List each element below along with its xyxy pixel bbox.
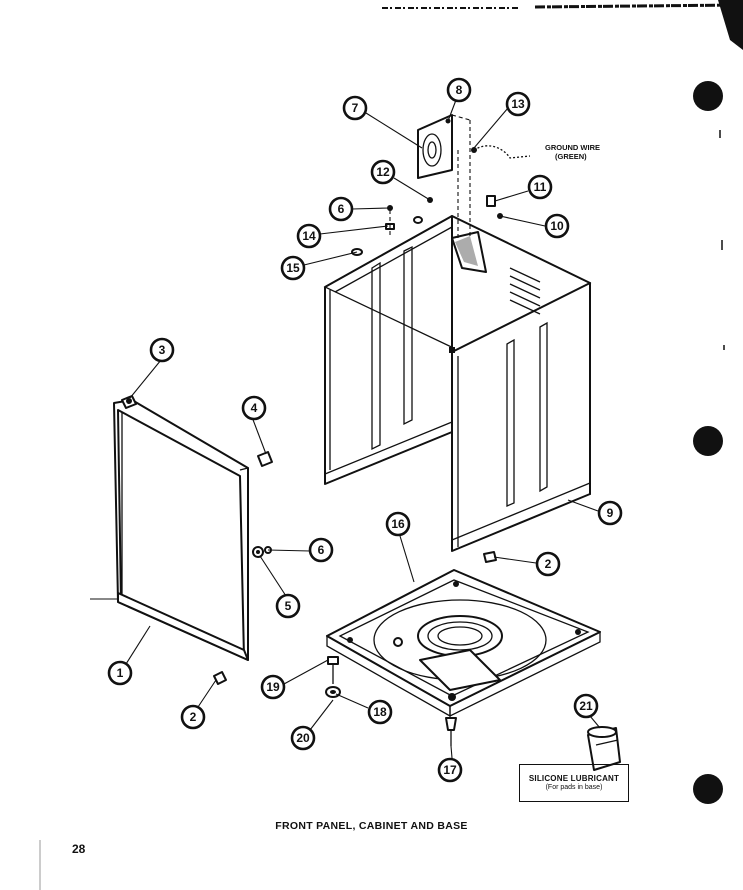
lubricant-note-line1: SILICONE LUBRICANT xyxy=(528,774,620,783)
front-panel-hardware xyxy=(121,395,497,685)
svg-text:17: 17 xyxy=(443,763,457,777)
callout-3: 3 xyxy=(149,337,175,363)
callout-14: 14 xyxy=(296,223,322,249)
svg-text:7: 7 xyxy=(352,101,359,115)
callout-9: 9 xyxy=(597,500,623,526)
callout-2: 2 xyxy=(180,704,206,730)
svg-text:16: 16 xyxy=(391,517,405,531)
callout-6: 6 xyxy=(308,537,334,563)
svg-text:6: 6 xyxy=(318,543,325,557)
svg-text:9: 9 xyxy=(607,506,614,520)
callout-19: 19 xyxy=(260,674,286,700)
scan-artifacts xyxy=(39,0,743,890)
callout-2-right: 2 xyxy=(535,551,561,577)
svg-text:3: 3 xyxy=(159,343,166,357)
callout-17: 17 xyxy=(437,757,463,783)
callout-15: 15 xyxy=(280,255,306,281)
ground-wire: GROUND WIRE (GREEN) xyxy=(471,143,600,161)
svg-text:11: 11 xyxy=(534,180,547,194)
callout-6-top: 6 xyxy=(328,196,354,222)
callout-10: 10 xyxy=(544,213,570,239)
ground-wire-label-line2: (GREEN) xyxy=(555,152,587,161)
motor-bracket-assembly xyxy=(417,114,471,179)
base-assembly xyxy=(326,569,601,718)
lubricant-note-line2: (For pads in base) xyxy=(545,784,603,791)
svg-text:4: 4 xyxy=(251,401,258,415)
diagram-caption: FRONT PANEL, CABINET AND BASE xyxy=(275,820,468,832)
callout-21: 21 xyxy=(573,693,599,719)
callout-4: 4 xyxy=(241,395,267,421)
callout-5: 5 xyxy=(275,593,301,619)
callout-1: 1 xyxy=(107,660,133,686)
svg-text:2: 2 xyxy=(545,557,552,571)
callout-13: 13 xyxy=(505,91,531,117)
svg-text:21: 21 xyxy=(579,699,593,713)
svg-text:18: 18 xyxy=(373,705,387,719)
leader-lines xyxy=(125,99,601,759)
silicone-lubricant-can xyxy=(587,726,621,771)
svg-text:13: 13 xyxy=(511,97,525,111)
svg-text:12: 12 xyxy=(376,165,390,179)
svg-text:1: 1 xyxy=(117,666,124,680)
svg-text:5: 5 xyxy=(285,599,292,613)
svg-text:10: 10 xyxy=(550,219,564,233)
callout-16: 16 xyxy=(385,511,411,537)
ground-wire-label-line1: GROUND WIRE xyxy=(545,143,600,152)
callout-7: 7 xyxy=(342,95,368,121)
callout-18: 18 xyxy=(367,699,393,725)
callout-8: 8 xyxy=(446,77,472,103)
callout-12: 12 xyxy=(370,159,396,185)
svg-text:20: 20 xyxy=(296,731,310,745)
page-number: 28 xyxy=(72,842,86,856)
front-panel xyxy=(113,399,249,661)
svg-text:15: 15 xyxy=(286,261,300,275)
svg-text:2: 2 xyxy=(190,710,197,724)
svg-text:14: 14 xyxy=(302,229,316,243)
lubricant-note-box: SILICONE LUBRICANT (For pads in base) xyxy=(519,764,629,802)
svg-text:6: 6 xyxy=(338,202,345,216)
callout-20: 20 xyxy=(290,725,316,751)
callout-11: 11 xyxy=(527,174,553,200)
cabinet-side-panel xyxy=(449,215,591,552)
cabinet-top-bracket xyxy=(451,120,487,273)
svg-text:19: 19 xyxy=(266,680,280,694)
svg-text:8: 8 xyxy=(456,83,463,97)
